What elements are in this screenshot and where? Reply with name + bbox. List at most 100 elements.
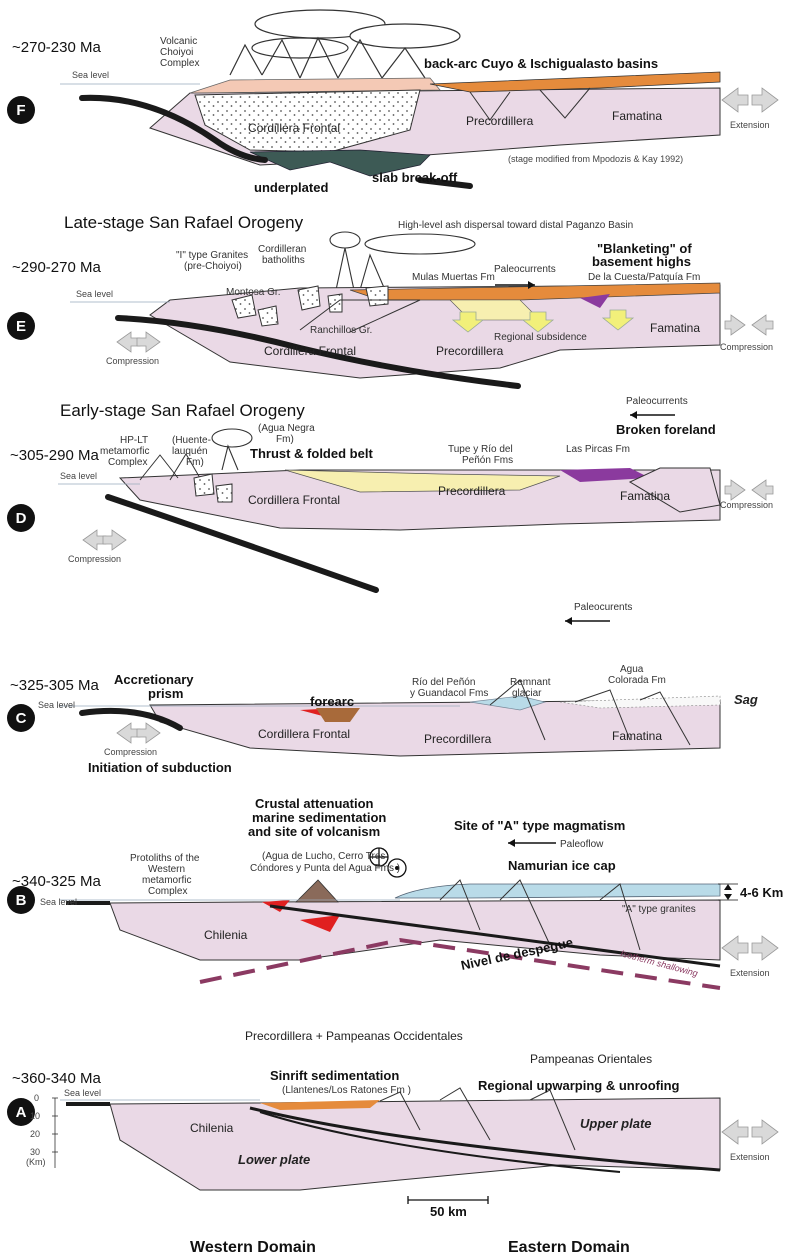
extension-arrows-a [722, 1120, 778, 1144]
panel-c: C ~325-305 Ma Sea level Accretionary pri… [7, 602, 758, 775]
compression-arrows-e-right [725, 315, 773, 335]
compression-left-label: Compression [106, 356, 159, 366]
extension-label: Extension [730, 968, 770, 978]
cordillera-frontal-label: Cordillera Frontal [264, 344, 356, 358]
scale-bar [408, 1196, 488, 1204]
panel-letter: F [16, 102, 25, 119]
age-label: ~325-305 Ma [10, 677, 99, 694]
agua-negra-label-1: (Agua Negra [258, 423, 315, 434]
extension-label: Extension [730, 120, 770, 130]
rio-label-2: y Guandacol Fms [410, 688, 488, 699]
compression-label: Compression [104, 747, 157, 757]
slab-breakoff-label: slab break-off [372, 170, 458, 185]
granites-label-2: (pre-Choiyoi) [184, 261, 242, 272]
agua-lucho-label-1: (Agua de Lucho, Cerro Tres [262, 851, 385, 862]
panel-letter: D [16, 510, 27, 527]
precordillera-label: Precordillera [436, 344, 504, 358]
panel-letter: E [16, 318, 26, 335]
extension-arrows-f [722, 88, 778, 112]
upper-plate-label: Upper plate [580, 1116, 652, 1131]
prism-label-1: Accretionary [114, 672, 194, 687]
hp-lt-label-2: metamorfic [100, 446, 149, 457]
hp-lt-label-1: HP-LT [120, 435, 148, 446]
depth-tick-20: 20 [30, 1129, 40, 1139]
sea-level-label: Sea level [72, 70, 109, 80]
precordillera-label: Precordillera [466, 114, 534, 128]
age-label: ~305-290 Ma [10, 447, 99, 464]
volcanic-label-2: Choiyoi [160, 47, 193, 58]
panel-e: Late-stage San Rafael Orogeny [7, 213, 773, 386]
sea-level-label: Sea level [64, 1088, 101, 1098]
pircas-label: Las Pircas Fm [566, 444, 630, 455]
sea-level-label: Sea level [76, 289, 113, 299]
tupe-label-2: Peñón Fms [462, 455, 513, 466]
age-label: ~360-340 Ma [12, 1070, 101, 1087]
underplated-label: underplated [254, 180, 328, 195]
protoliths-label-1: Protoliths of the [130, 853, 200, 864]
panel-f: F ~270-230 Ma Sea level Volcanic Choiyoi… [7, 10, 778, 195]
protoliths-label-4: Complex [148, 886, 187, 897]
chilenia-label: Chilenia [190, 1121, 234, 1135]
famatina-label: Famatina [612, 729, 662, 743]
panel-heading: Early-stage San Rafael Orogeny [60, 401, 305, 420]
paleoflow-label: Paleoflow [560, 839, 604, 850]
crustal-label-3: and site of volcanism [248, 824, 380, 839]
age-label: ~290-270 Ma [12, 259, 101, 276]
panel-letter: C [16, 710, 27, 727]
volcanic-label-1: Volcanic [160, 36, 197, 47]
panel-letter: B [16, 892, 27, 909]
forearc-label: forearc [310, 694, 354, 709]
agua-negra-label-2: Fm) [276, 434, 294, 445]
ash-label: High-level ash dispersal toward distal P… [398, 220, 633, 231]
cuesta-label: De la Cuesta/Patquía Fm [588, 272, 700, 283]
protoliths-label-3: metamorfic [142, 875, 191, 886]
a-granites-label: "A" type granites [622, 904, 696, 915]
agua-colorada-label-2: Colorada Fm [608, 675, 666, 686]
mulas-label: Mulas Muertas Fm [412, 272, 495, 283]
cordillera-frontal-label: Cordillera Frontal [248, 121, 340, 135]
paleocurrents-label: Paleocurrents [626, 396, 688, 407]
protoliths-label-2: Western [148, 864, 185, 875]
blanketing-label-2: basement highs [592, 254, 691, 269]
upwarping-label: Regional upwarping & unroofing [478, 1078, 680, 1093]
top-label-2: Pampeanas Orientales [530, 1052, 652, 1066]
agua-lucho-label-2: Cóndores y Punta del Agua Fms ) [250, 863, 400, 874]
huente-label-1: (Huente- [172, 435, 211, 446]
cordillera-frontal-label: Cordillera Frontal [248, 493, 340, 507]
top-label-1: Precordillera + Pampeanas Occidentales [245, 1029, 463, 1043]
depth-tick-30: 30 [30, 1147, 40, 1157]
famatina-label: Famatina [612, 109, 662, 123]
hp-lt-label-3: Complex [108, 457, 147, 468]
lower-plate-label: Lower plate [238, 1152, 310, 1167]
sea-level-label: Sea level [60, 471, 97, 481]
compression-arrows-e-left [117, 332, 160, 352]
depth-unit: (Km) [26, 1157, 46, 1167]
precordillera-label: Precordillera [438, 484, 506, 498]
eastern-domain-label: Eastern Domain [508, 1239, 630, 1256]
extension-arrows-b [722, 936, 778, 960]
panel-heading: Late-stage San Rafael Orogeny [64, 213, 304, 232]
cordillera-frontal-label: Cordillera Frontal [258, 727, 350, 741]
tupe-label-1: Tupe y Río del [448, 444, 513, 455]
depth-label: 4-6 Km [740, 885, 783, 900]
rio-label-1: Río del Peñón [412, 677, 475, 688]
ice-cap-label: Namurian ice cap [508, 858, 616, 873]
panel-b: B ~340-325 Ma Sea level Crustal attenuat… [7, 796, 783, 988]
montosa-label: Montosa Gr. [226, 287, 280, 298]
huente-label-2: lauquén [172, 446, 208, 457]
ranchillos-label: Ranchillos Gr. [310, 325, 372, 336]
compression-arrows-d-right [725, 480, 773, 500]
remnant-label-1: Remnant [510, 677, 551, 688]
age-label: ~270-230 Ma [12, 39, 101, 56]
panel-d: Early-stage San Rafael Orogeny D ~305-29… [7, 396, 773, 590]
age-label: ~340-325 Ma [12, 873, 101, 890]
depth-scale [52, 1098, 58, 1168]
compression-right-label: Compression [720, 342, 773, 352]
crustal-label-1: Crustal attenuation [255, 796, 374, 811]
crustal-label-2: marine sedimentation [252, 810, 386, 825]
compression-arrows-c [117, 723, 160, 743]
compression-left-label: Compression [68, 554, 121, 564]
famatina-label: Famatina [620, 489, 670, 503]
citation-label: (stage modified from Mpodozis & Kay 1992… [508, 154, 683, 164]
